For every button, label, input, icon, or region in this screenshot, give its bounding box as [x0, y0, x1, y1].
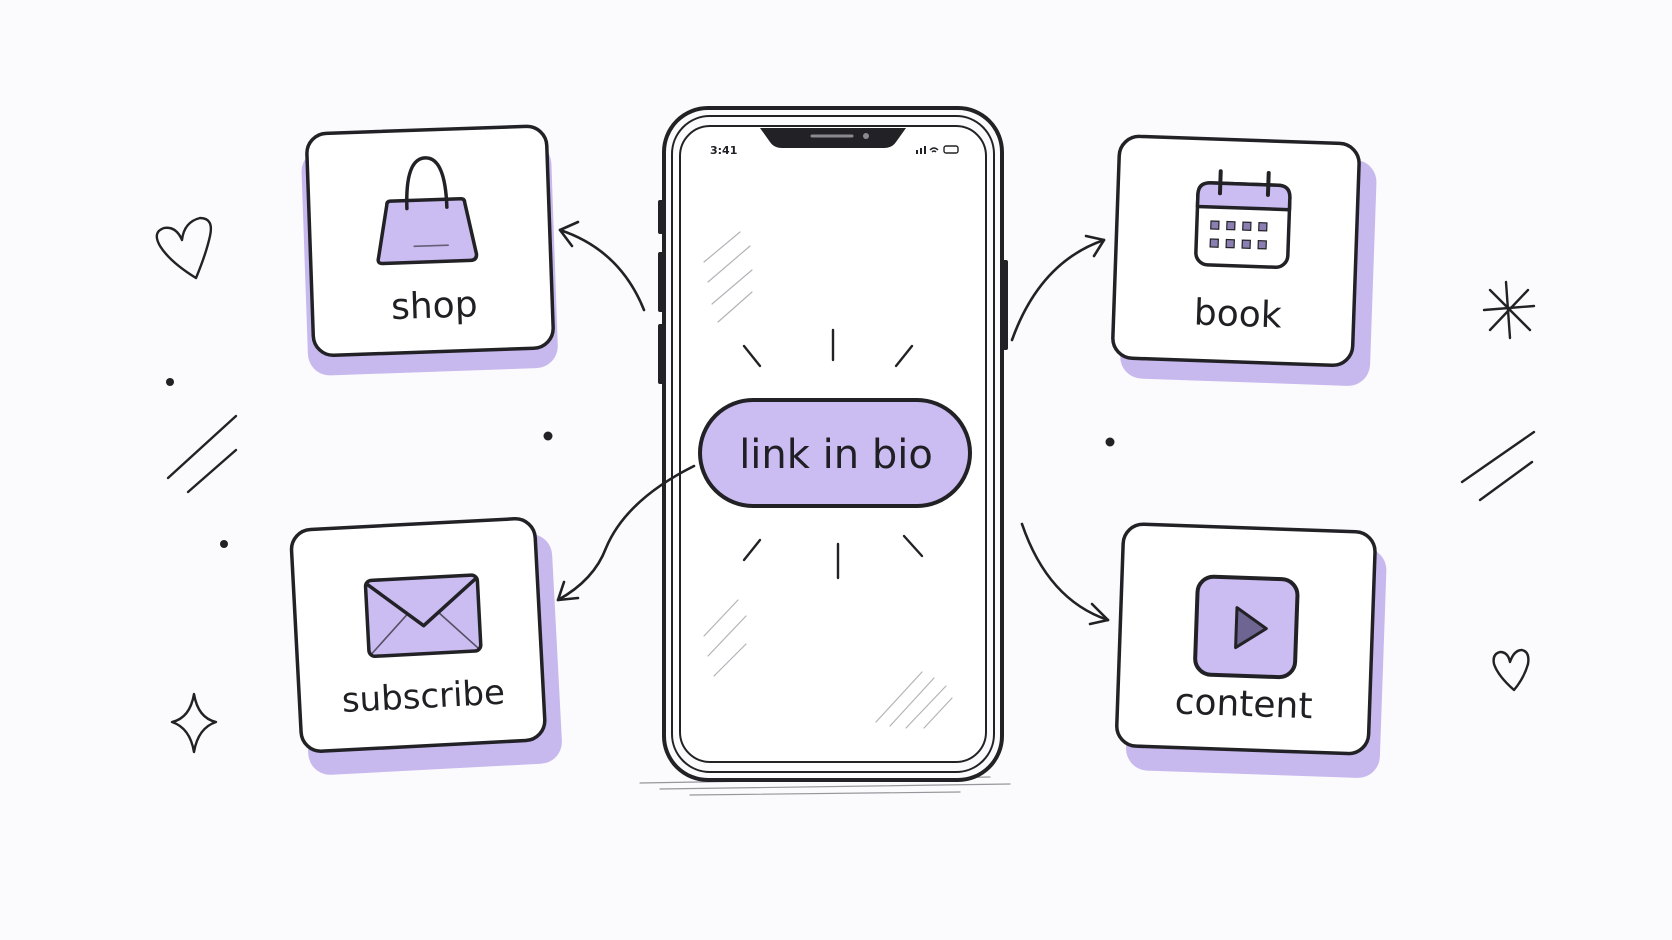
doodles [155, 216, 1536, 754]
arrow-to-book [1010, 234, 1106, 342]
card-book-label: book [1193, 292, 1282, 336]
connector-arrows [556, 220, 1110, 626]
card-content-label: content [1174, 681, 1313, 727]
link-in-bio-button[interactable]: link in bio [698, 398, 972, 508]
phone-side-button-left-1 [658, 200, 664, 234]
phone-notch [760, 128, 906, 148]
phone-side-button-right [1002, 260, 1008, 350]
link-in-bio-pill [698, 398, 972, 508]
signal-icon [916, 146, 926, 154]
card-subscribe-label: subscribe [341, 673, 506, 721]
play-button-icon [1193, 574, 1300, 680]
shopping-bag-icon [376, 156, 479, 266]
heart-doodle-right [1492, 648, 1530, 692]
arrow-to-shop [558, 220, 646, 312]
heart-doodle-left [155, 216, 213, 280]
phone-inner-frame [671, 115, 995, 773]
phone-side-button-left-3 [658, 324, 664, 384]
battery-icon [943, 145, 959, 154]
dot-doodles [166, 378, 1115, 548]
phone: 3:41 [639, 106, 1011, 796]
card-shop[interactable]: shop [300, 124, 558, 377]
phone-camera [863, 133, 869, 139]
wifi-icon [929, 147, 939, 153]
status-time: 3:41 [710, 144, 737, 157]
card-shop-label: shop [390, 284, 478, 328]
link-in-bio-label: link in bio [739, 432, 933, 478]
sparkle-doodle-right [1482, 280, 1536, 340]
arrow-to-content [1020, 522, 1110, 626]
phone-side-button-left-2 [658, 252, 664, 312]
dash-doodle-right [1460, 430, 1536, 502]
arrow-to-subscribe [556, 464, 696, 602]
card-book[interactable]: book [1111, 134, 1377, 387]
card-content[interactable]: content [1115, 522, 1387, 779]
card-subscribe[interactable]: subscribe [289, 517, 564, 776]
screen-glare [703, 231, 953, 729]
star-doodle-left [170, 692, 218, 754]
calendar-icon [1194, 169, 1292, 270]
highlight-burst [742, 328, 924, 580]
envelope-icon [363, 573, 483, 659]
dash-doodle-left [166, 414, 238, 494]
